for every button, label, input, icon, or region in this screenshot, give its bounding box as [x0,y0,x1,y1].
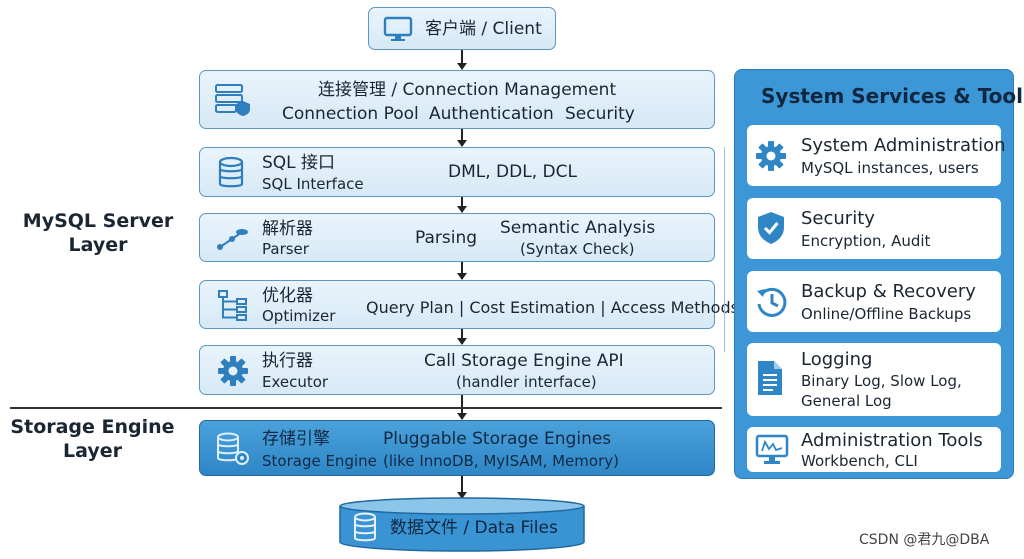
server-shield-icon [215,84,250,116]
storage-detail2: (like InnoDB, MyISAM, Memory) [383,452,619,470]
storage-layer-label: Storage Engine Layer [10,416,175,462]
service-logging-desc2: General Log [801,392,892,410]
storage-subtitle: Storage Engine [262,452,377,470]
monitor-icon [383,16,413,41]
connection-item-security: Security [565,104,635,124]
service-tools-title: Administration Tools [801,430,983,451]
monitor-chart-icon [755,434,789,464]
service-logging-desc: Binary Log, Slow Log, [801,372,962,390]
database-icon [354,512,376,542]
data-files-label: 数据文件 / Data Files [390,518,558,538]
connection-item-pool: Connection Pool [282,104,419,124]
service-tools-desc: Workbench, CLI [801,452,918,470]
watermark: CSDN @君九@DBA [859,532,990,548]
parse-tree-icon [217,229,248,250]
gear-icon [218,356,248,386]
arrow-client-connection [457,50,467,70]
database-icon [218,156,244,188]
services-title: System Services & Tools [761,84,1024,108]
service-admin-title: System Administration [801,135,1006,156]
executor-detail: Call Storage Engine API [424,351,624,371]
service-card-tools: Administration Tools Workbench, CLI [747,427,1001,472]
optimizer-subtitle: Optimizer [262,307,336,325]
server-layer-bracket [724,147,725,352]
service-card-admin: System Administration MySQL instances, u… [747,125,1006,186]
service-admin-desc: MySQL instances, users [801,159,979,177]
parser-detail3: (Syntax Check) [520,240,635,258]
executor-subtitle: Executor [262,373,329,391]
storage-engine-box: 存储引擎 Storage Engine Pluggable Storage En… [199,420,715,476]
storage-detail: Pluggable Storage Engines [383,429,612,449]
backup-clock-icon [757,287,787,317]
arrow-optimizer-executor [457,329,467,345]
sql-title: SQL 接口 [262,153,336,173]
executor-title: 执行器 [262,351,313,371]
system-services-panel: System Services & Tools System Administr… [734,69,1024,479]
hierarchy-icon [218,290,247,321]
database-gear-icon [217,432,249,465]
storage-title: 存储引擎 [262,429,330,449]
shield-check-icon [758,212,784,244]
service-logging-title: Logging [801,349,873,370]
service-card-security: Security Encryption, Audit [747,198,1001,259]
parser-subtitle: Parser [262,240,309,258]
optimizer-detail: Query Plan | Cost Estimation | Access Me… [366,298,739,317]
layer-divider [10,407,722,409]
client-label: 客户端 / Client [425,19,542,39]
arrow-storage-datafiles [457,476,467,499]
client-box: 客户端 / Client [368,7,556,50]
parser-detail: Parsing [415,228,478,248]
connection-item-auth: Authentication [429,104,554,124]
service-backup-title: Backup & Recovery [801,281,976,302]
sql-interface-box: SQL 接口 SQL Interface DML, DDL, DCL [199,147,715,197]
service-card-backup: Backup & Recovery Online/Offline Backups [747,271,1001,332]
arrow-connection-sql [457,129,467,147]
server-layer-label: MySQL Server Layer [22,210,174,256]
arrow-sql-parser [457,197,467,213]
data-files-cylinder [339,497,585,552]
executor-detail2: (handler interface) [456,373,597,391]
parser-box: 解析器 Parser Parsing Semantic Analysis (Sy… [199,213,715,262]
document-icon [758,361,782,395]
connection-title: 连接管理 / Connection Management [318,80,617,100]
service-security-desc: Encryption, Audit [801,232,931,250]
parser-detail2: Semantic Analysis [500,218,656,238]
sql-subtitle: SQL Interface [262,175,364,193]
gear-icon [756,141,786,171]
optimizer-box: 优化器 Optimizer Query Plan | Cost Estimati… [199,280,739,329]
parser-title: 解析器 [262,219,313,239]
executor-box: 执行器 Executor Call Storage Engine API (ha… [199,345,715,395]
optimizer-title: 优化器 [262,286,313,306]
sql-detail: DML, DDL, DCL [448,162,577,182]
service-security-title: Security [801,208,875,229]
service-card-logging: Logging Binary Log, Slow Log, General Lo… [747,343,1001,416]
arrow-parser-optimizer [457,262,467,280]
service-backup-desc: Online/Offline Backups [801,305,972,323]
connection-management-box: 连接管理 / Connection Management Connection … [199,70,715,129]
